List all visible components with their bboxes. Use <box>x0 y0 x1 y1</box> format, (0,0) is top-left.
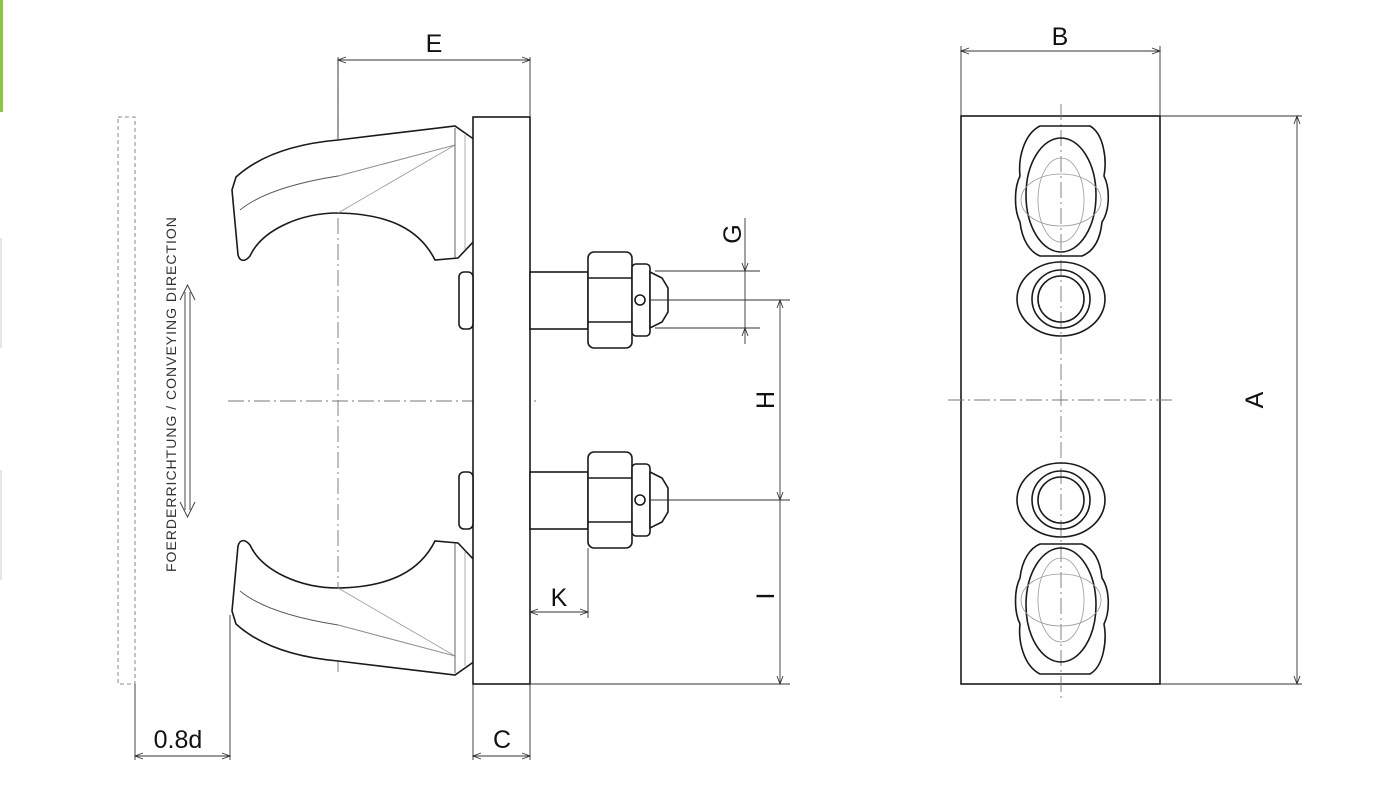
front-lower-jaw <box>1014 543 1110 675</box>
front-view: B A <box>948 23 1302 698</box>
dimension-label-h: H <box>752 391 780 409</box>
dimension-label-c: C <box>493 726 511 754</box>
dimension-label-k: K <box>551 584 568 612</box>
upper-bolt <box>458 251 669 349</box>
dimension-label-b: B <box>1052 23 1069 51</box>
dimension-h: H <box>650 298 790 502</box>
dimension-label-d: 0.8d <box>154 726 203 754</box>
edge-mark <box>0 470 2 580</box>
base-plate <box>472 116 531 685</box>
lower-bolt <box>458 451 669 549</box>
edge-mark <box>0 238 2 348</box>
dimension-label-e: E <box>426 30 443 58</box>
direction-label: FOERDERRICHTUNG / CONVEYING DIRECTION <box>163 216 179 572</box>
front-upper-jaw <box>1014 125 1110 257</box>
dimension-k: K <box>528 548 590 618</box>
lower-jaw <box>231 539 476 676</box>
direction-arrow-icon <box>179 283 196 519</box>
front-upper-washer <box>1016 261 1106 337</box>
side-view: FOERDERRICHTUNG / CONVEYING DIRECTION E … <box>117 30 790 760</box>
dimension-g: G <box>655 218 760 344</box>
dimension-b: B <box>959 23 1162 116</box>
dimension-i: I <box>530 500 790 686</box>
dimension-label-g: G <box>719 224 747 243</box>
dimension-d: 0.8d <box>133 615 232 760</box>
dimension-c: C <box>471 684 532 760</box>
dimension-a: A <box>1160 114 1302 686</box>
accent-bar <box>0 0 3 112</box>
conveyor-outline <box>117 116 136 685</box>
front-lower-washer <box>1016 462 1106 538</box>
upper-jaw <box>231 125 476 262</box>
dimension-e: E <box>336 30 532 140</box>
dimension-label-a: A <box>1241 391 1269 408</box>
dimension-label-i: I <box>752 593 780 600</box>
